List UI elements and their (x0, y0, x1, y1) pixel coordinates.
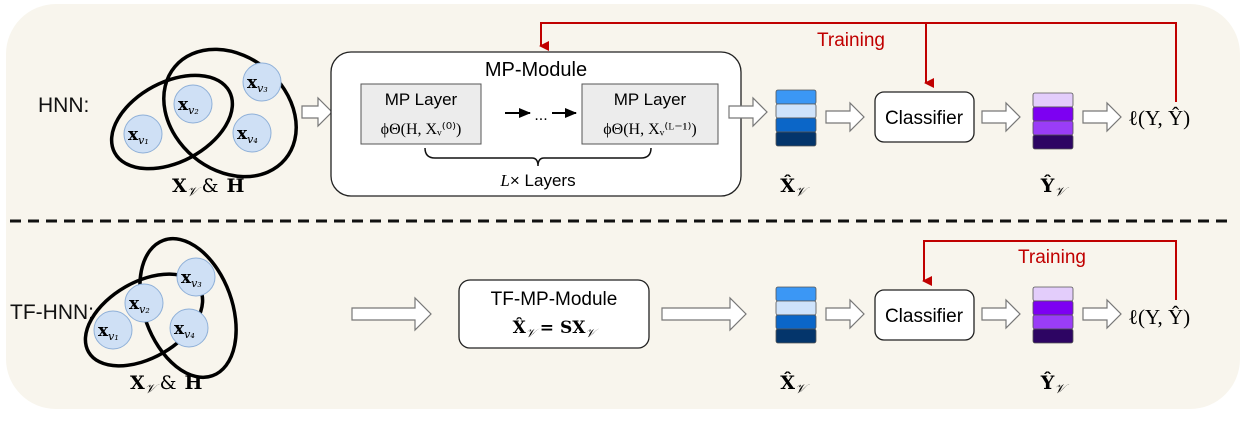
mp-module: MP-Module MP Layer ϕΘ(H, Xᵥ⁽⁰⁾) ... MP L… (330, 51, 742, 197)
classifier-label-hnn: Classifier (885, 108, 964, 129)
classifier-box-hnn (874, 91, 975, 143)
mp-layer-last-title: MP Layer (614, 90, 687, 109)
loss-tfhnn: ℓ(Y, Ŷ) (1128, 305, 1190, 329)
arrow-classifier-to-yhat (981, 101, 1021, 133)
tfhnn-row: TF-HNN: xv₁ xv₂ xv₃ xv₄ X𝒱&H TF-MP-Modul… (10, 236, 1190, 397)
tf-mp-module-title: TF-MP-Module (491, 289, 618, 310)
xhat-hnn-cell-2 (775, 103, 817, 119)
yhat-tfhnn-cell-2 (1032, 300, 1074, 316)
arrow-yhat-to-loss-tf (1082, 298, 1122, 330)
node-v4: xv₄ (232, 113, 272, 153)
mp-layer-first-title: MP Layer (385, 90, 458, 109)
node-v2: xv₂ (124, 283, 164, 323)
tf-mp-module: TF-MP-Module X̂𝒱= SX𝒱 (458, 279, 650, 349)
xhat-tfhnn-cell-2 (775, 300, 817, 316)
yhat-hnn-cell-1 (1032, 92, 1074, 108)
yhat-tfhnn-cell-4 (1032, 328, 1074, 344)
arrow-xhat-to-classifier-tf (825, 298, 865, 330)
training-arrow-to-mp (539, 22, 1177, 102)
mp-layer-last (581, 83, 719, 145)
hnn-label: HNN: (38, 94, 89, 117)
yhat-hnn-cell-3 (1032, 120, 1074, 136)
tf-mp-module-box (458, 279, 650, 349)
training-arrow-to-classifier-tfhnn (922, 240, 1177, 300)
xhat-hnn-cell-1 (775, 89, 817, 105)
hypergraph-hnn: xv₁ xv₂ xv₃ xv₄ (109, 47, 298, 179)
arrow-input-to-tfmp (351, 296, 432, 332)
xhat-hnn-cell-3 (775, 117, 817, 133)
tfhnn-input-caption: X𝒱&H (130, 372, 203, 397)
arrow-yhat-to-loss (1082, 101, 1122, 133)
classifier-box-tfhnn (874, 289, 975, 341)
xhat-tfhnn-cell-1 (775, 286, 817, 302)
node-v3: xv₃ (176, 257, 216, 297)
hyperedge-large (138, 236, 238, 380)
mp-layer-last-formula: ϕΘ(H, Xᵥ⁽ᴸ⁻¹⁾) (603, 121, 696, 138)
training-label-tfhnn: Training (1018, 247, 1086, 268)
node-v4: xv₄ (169, 308, 209, 348)
mp-module-title: MP-Module (485, 59, 587, 81)
xhat-stack-tfhnn (775, 286, 817, 344)
node-v1: xv₁ (123, 114, 163, 154)
hyperedge-small (109, 73, 235, 171)
yhat-hnn-cell-2 (1032, 106, 1074, 122)
xhat-stack-hnn (775, 89, 817, 147)
hypergraph-tfhnn: xv₁ xv₂ xv₃ xv₄ (83, 236, 238, 380)
node-v1: xv₁ (93, 310, 133, 350)
hnn-input-caption: X𝒱&H (172, 175, 245, 200)
tfhnn-label: TF-HNN: (10, 301, 94, 324)
node-v2: xv₂ (173, 84, 213, 124)
yhat-tfhnn-cell-3 (1032, 314, 1074, 330)
hnn-row: HNN: xv₁ xv₂ xv₃ xv₄ X𝒱&H MP-Module MP L… (38, 22, 1190, 200)
arrow-classifier-to-yhat-tf (981, 298, 1021, 330)
node-v3: xv₃ (242, 62, 282, 102)
arrow-input-to-mp (301, 96, 333, 128)
classifier-label-tfhnn: Classifier (885, 306, 964, 327)
yhat-tfhnn-cell-1 (1032, 286, 1074, 302)
arrow-xhat-to-classifier (825, 101, 865, 133)
mp-layer-first-formula: ϕΘ(H, Xᵥ⁽⁰⁾) (381, 121, 462, 138)
yhat-stack-tfhnn (1032, 286, 1074, 344)
mp-layer-first (360, 83, 482, 145)
arrow-mp-to-xhat (728, 96, 768, 128)
layers-brace-label: L× Layers (499, 171, 575, 190)
layer-ellipsis: ... (534, 107, 547, 124)
xhat-tfhnn-cell-3 (775, 314, 817, 330)
yhat-hnn-cell-4 (1032, 134, 1074, 150)
yhat-stack-hnn (1032, 92, 1074, 150)
arrow-tfmp-to-xhat (661, 296, 747, 332)
xhat-hnn-cell-4 (775, 131, 817, 147)
training-label-hnn: Training (817, 30, 885, 51)
xhat-tfhnn-cell-4 (775, 328, 817, 344)
layers-brace (424, 147, 652, 167)
loss-hnn: ℓ(Y, Ŷ) (1128, 106, 1190, 130)
